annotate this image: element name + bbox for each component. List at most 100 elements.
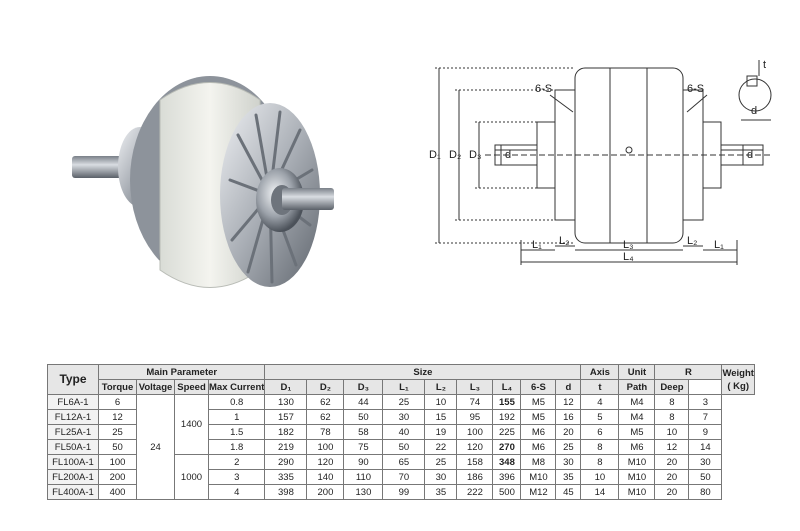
label-d3: D₃: [469, 149, 481, 161]
cell-d1: 130: [264, 394, 308, 410]
cell-type: FL12A-1: [47, 409, 99, 425]
cell-deep: 20: [654, 484, 690, 500]
header-l3: L₃: [456, 379, 494, 395]
cell-deep: 20: [654, 469, 690, 485]
cell-current: 1.8: [207, 439, 266, 455]
cell-weight: 7: [688, 409, 723, 425]
cell-current: 0.8: [207, 394, 266, 410]
cell-torque: 400: [98, 484, 137, 500]
header-path: Path: [618, 379, 656, 395]
cell-l3: 222: [456, 484, 494, 500]
label-key-t: t: [763, 59, 766, 71]
cell-d2: 78: [306, 424, 345, 440]
header-l1: L₁: [382, 379, 426, 395]
cell-torque: 50: [98, 439, 137, 455]
cell-path: M4: [618, 394, 656, 410]
header-weight-unit: ( Kg): [727, 380, 749, 392]
cell-type: FL6A-1: [47, 394, 99, 410]
cell-axis_d: 25: [555, 439, 582, 455]
header-main-parameter: Main Parameter: [97, 364, 266, 380]
cell-unit_t: 8: [580, 454, 620, 470]
cell-d2: 62: [306, 394, 345, 410]
cell-torque: 12: [98, 409, 137, 425]
header-d2: D₂: [306, 379, 345, 395]
spec-table: Type Main Parameter Size Axis Unit R Wei…: [47, 364, 755, 500]
cell-d1: 182: [264, 424, 308, 440]
cell-unit_t: 4: [580, 394, 620, 410]
header-r: R: [654, 364, 723, 380]
cell-torque: 100: [98, 454, 137, 470]
cell-torque: 25: [98, 424, 137, 440]
cell-l3: 158: [456, 454, 494, 470]
cell-path: M5: [618, 424, 656, 440]
cell-d3: 110: [343, 469, 384, 485]
header-axis-d: d: [555, 379, 582, 395]
cell-l4: 270: [492, 439, 522, 455]
label-l1-left: L₁: [532, 239, 542, 251]
label-l2-left: L₂: [559, 235, 569, 247]
cell-d1: 157: [264, 409, 308, 425]
cell-deep: 20: [654, 454, 690, 470]
header-size: Size: [264, 364, 582, 380]
cell-d3: 90: [343, 454, 384, 470]
drawing-lines: [435, 60, 772, 265]
cell-current: 1.5: [207, 424, 266, 440]
cell-s: M5: [520, 409, 557, 425]
header-unit: Unit: [618, 364, 656, 380]
cell-path: M4: [618, 409, 656, 425]
cell-d2: 120: [306, 454, 345, 470]
dimension-drawing: 6-S 6-S D₁ D₂ D₃ d d L₁ L₂ L₃ L₂ L₁ L₄ t…: [429, 59, 772, 265]
cell-torque: 200: [98, 469, 137, 485]
cell-l1: 40: [382, 424, 426, 440]
cell-d3: 58: [343, 424, 384, 440]
cell-l2: 10: [424, 394, 458, 410]
cell-axis_d: 16: [555, 409, 582, 425]
cell-l3: 100: [456, 424, 494, 440]
cell-s: M12: [520, 484, 557, 500]
cell-l4: 192: [492, 409, 522, 425]
spec-table-container: Type Main Parameter Size Axis Unit R Wei…: [47, 364, 755, 500]
cell-path: M10: [618, 484, 656, 500]
header-speed: Speed: [174, 379, 209, 395]
cell-l1: 25: [382, 394, 426, 410]
cell-l1: 99: [382, 484, 426, 500]
cell-s: M6: [520, 439, 557, 455]
cell-l1: 65: [382, 454, 426, 470]
cell-d1: 290: [264, 454, 308, 470]
label-l4: L₄: [623, 251, 634, 263]
cell-path: M10: [618, 469, 656, 485]
cell-l2: 30: [424, 469, 458, 485]
cell-axis_d: 45: [555, 484, 582, 500]
cell-weight: 9: [688, 424, 723, 440]
cell-axis_d: 20: [555, 424, 582, 440]
cell-type: FL50A-1: [47, 439, 99, 455]
header-l2: L₂: [424, 379, 458, 395]
cell-l4: 155: [492, 394, 522, 410]
header-torque: Torque: [98, 379, 137, 395]
cell-s: M10: [520, 469, 557, 485]
cell-l3: 95: [456, 409, 494, 425]
cell-current: 1: [207, 409, 266, 425]
cell-type: FL100A-1: [47, 454, 99, 470]
header-6s: 6-S: [520, 379, 557, 395]
header-unit-t: t: [580, 379, 620, 395]
label-d-left: d: [505, 149, 511, 161]
cell-d2: 100: [306, 439, 345, 455]
header-deep: Deep: [654, 379, 690, 395]
cell-l2: 35: [424, 484, 458, 500]
cell-l2: 19: [424, 424, 458, 440]
cell-speed: 1000: [174, 454, 209, 500]
cell-weight: 3: [688, 394, 723, 410]
cell-d1: 398: [264, 484, 308, 500]
cell-d3: 50: [343, 409, 384, 425]
header-d1: D₁: [264, 379, 308, 395]
label-l2-right: L₂: [687, 235, 697, 247]
label-key-d: d: [751, 105, 757, 117]
header-weight-label: Weight: [722, 367, 754, 379]
cell-deep: 8: [654, 409, 690, 425]
label-d1: D₁: [429, 149, 441, 161]
cell-weight: 50: [688, 469, 723, 485]
cell-d1: 219: [264, 439, 308, 455]
